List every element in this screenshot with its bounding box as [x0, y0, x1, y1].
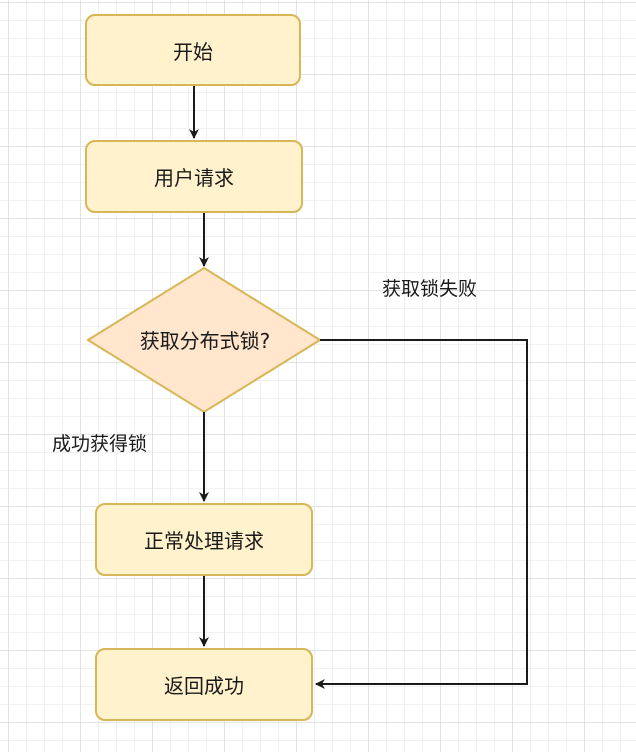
normal-process-node[interactable]: 正常处理请求	[95, 503, 313, 576]
edge-label-success: 成功获得锁	[52, 433, 148, 455]
start-node-label: 开始	[173, 39, 213, 64]
edge-decision-failure-to-return	[315, 339, 528, 689]
normal-process-label: 正常处理请求	[144, 529, 264, 553]
edge-label-failure: 获取锁失败	[382, 278, 478, 300]
user-request-label: 用户请求	[154, 166, 234, 190]
decision-label: 获取分布式锁?	[139, 329, 271, 353]
return-success-label: 返回成功	[164, 674, 244, 698]
start-node[interactable]: 开始	[85, 14, 301, 86]
return-success-node[interactable]: 返回成功	[95, 648, 313, 721]
user-request-node[interactable]: 用户请求	[85, 140, 303, 213]
